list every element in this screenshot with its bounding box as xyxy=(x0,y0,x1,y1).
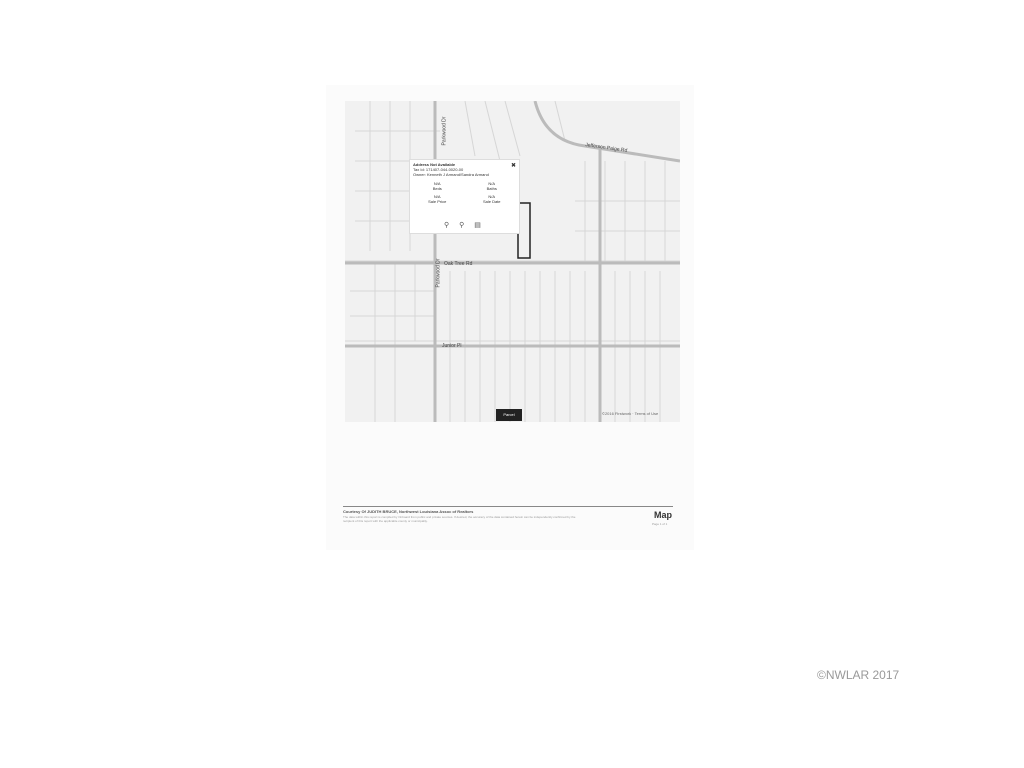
street-label: Junior Pl xyxy=(442,343,462,349)
close-icon[interactable]: ✖ xyxy=(510,163,516,169)
owner: Owner: Kenneth J Armand/Sandra Armand xyxy=(413,172,489,177)
parcel-button[interactable]: Parcel xyxy=(496,409,522,421)
parcel-popup: ✖ Address Not Available Tax Id: 171407-0… xyxy=(409,159,520,234)
street-label: Parkwood Dr xyxy=(435,258,442,288)
report-icon[interactable]: ▤ xyxy=(474,222,481,229)
page-number: Page 1 of 1 xyxy=(652,522,668,526)
tax-id: Tax Id: 171407-044-0020-00 xyxy=(413,167,464,172)
courtesy-text: Courtesy Of JUDITH BRUCE, Northwest Loui… xyxy=(343,509,474,514)
watermark: ©NWLAR 2017 xyxy=(817,668,900,682)
street-label: Oak Tree Rd xyxy=(444,261,473,267)
popup-title: Address Not Available xyxy=(413,162,456,167)
document-title: Map xyxy=(654,510,672,520)
zoom-icon[interactable]: ⚲ xyxy=(444,222,450,229)
parcel-map xyxy=(345,101,680,422)
street-label: Parkwood Dr xyxy=(441,116,448,146)
footer-divider xyxy=(343,506,673,507)
map-copyright: ©2016 Firstwork · Terms of Use xyxy=(602,411,659,416)
tag-icon[interactable]: ⚲ xyxy=(459,222,465,229)
disclaimer-text: The data within this report is compiled … xyxy=(343,515,576,523)
